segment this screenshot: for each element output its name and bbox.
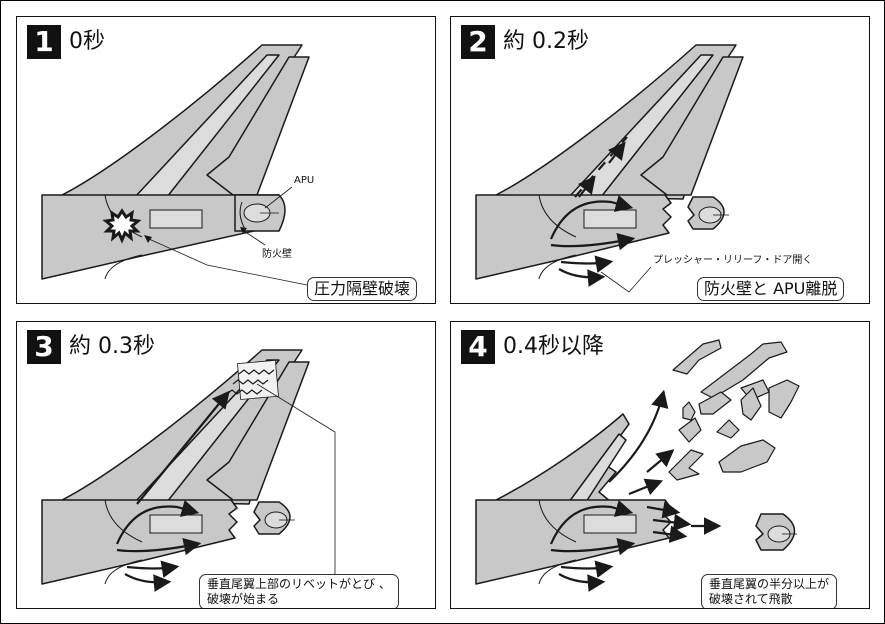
interior-box [149, 209, 203, 229]
step-time-title: 0.4秒以降 [503, 334, 604, 359]
relief-door-label: プレッシャー・リリーフ・ドア開く [653, 255, 813, 266]
apu-label: APU [294, 175, 315, 186]
callout-line-1: 垂直尾翼の半分以上が [709, 577, 830, 591]
step-time-title: 約 0.2秒 [503, 29, 589, 54]
tail-illustration-step-2 [475, 44, 744, 293]
firewall-label: 防火壁 [262, 249, 292, 260]
callout-rivets-fail: 垂直尾翼上部のリベットがとび 、 破壊が始まる [199, 574, 399, 608]
panel-step-2: 2 約 0.2秒 プレッシャー・リリーフ・ドア開く 防火壁と APU離脱 [450, 16, 870, 304]
step-number-badge: 4 [461, 330, 495, 364]
tail-illustration-step-4 [475, 339, 800, 592]
panel-step-4: 4 0.4秒以降 垂直尾翼の半分以上が 破壊されて飛散 [450, 321, 870, 609]
tail-illustration-step-3 [41, 349, 336, 592]
callout-line-1: 垂直尾翼上部のリベットがとび 、 [207, 577, 391, 591]
callout-pressure-bulkhead: 圧力隔壁破壊 [307, 277, 418, 301]
callout-fin-scattered: 垂直尾翼の半分以上が 破壊されて飛散 [701, 574, 838, 608]
callout-line-2: 破壊が始まる [207, 592, 280, 606]
debris-fragments [668, 339, 800, 481]
step-number-badge: 2 [461, 25, 495, 59]
step-time-title: 約 0.3秒 [69, 334, 155, 359]
panel-step-3: 3 約 0.3秒 垂直尾翼上部のリベットがとび 、 破壊が始まる [16, 321, 436, 609]
callout-line-2: 破壊されて飛散 [709, 592, 793, 606]
panel-step-1: 1 0秒 APU 防火壁 圧力隔壁破壊 [16, 16, 436, 304]
explosion-burst-icon [102, 208, 142, 244]
callout-firewall-apu-detach: 防火壁と APU離脱 [697, 277, 845, 301]
rivet-zigzag [226, 369, 275, 395]
tail-illustration-step-1 [41, 44, 310, 286]
step-number-badge: 1 [27, 25, 61, 59]
step-time-title: 0秒 [69, 29, 105, 54]
fuselage-tail [475, 194, 672, 280]
step-number-badge: 3 [27, 330, 61, 364]
